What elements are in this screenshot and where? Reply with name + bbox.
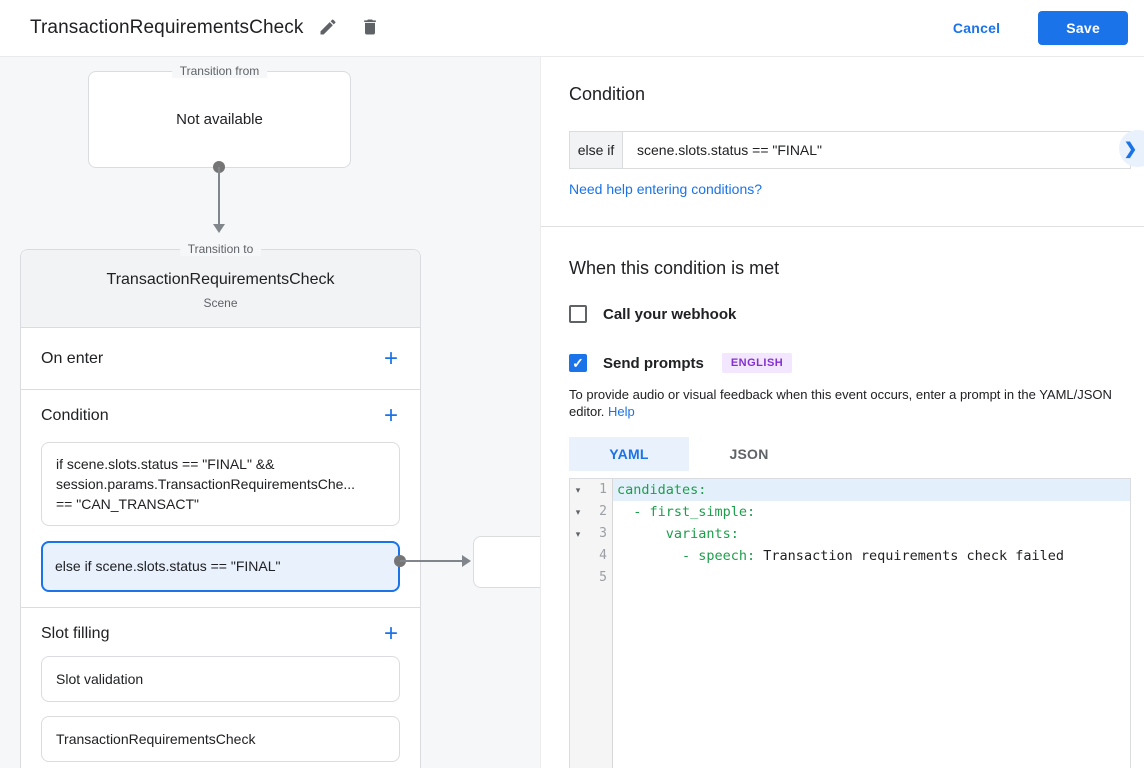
code-line[interactable]: ▾ 3 variants:: [570, 523, 1130, 545]
top-bar: TransactionRequirementsCheck Cancel Save: [0, 0, 1144, 57]
page-title: TransactionRequirementsCheck: [30, 17, 304, 38]
edit-button[interactable]: [310, 10, 346, 46]
slot-item-transaction-check[interactable]: TransactionRequirementsCheck: [41, 716, 400, 762]
scene-diagram-canvas: Transition from Not available Transition…: [0, 57, 540, 768]
language-badge: ENGLISH: [721, 353, 793, 373]
condition-detail-panel: ❯ Condition else if Need help entering c…: [540, 57, 1144, 768]
send-prompts-label: Send prompts: [603, 354, 704, 372]
transition-target-box[interactable]: [473, 536, 540, 588]
condition-1-line-3: == "CAN_TRANSACT": [56, 496, 199, 512]
cancel-button[interactable]: Cancel: [937, 12, 1016, 44]
condition-met-title: When this condition is met: [569, 258, 780, 278]
code-line[interactable]: ▾ 2 - first_simple:: [570, 501, 1130, 523]
code-line[interactable]: 4 - speech: Transaction requirements che…: [570, 545, 1130, 567]
save-button[interactable]: Save: [1038, 11, 1128, 45]
fold-arrow-icon[interactable]: ▾: [575, 485, 581, 495]
pencil-icon: [318, 17, 338, 40]
transition-from-box[interactable]: Transition from Not available: [88, 64, 351, 168]
condition-section-header: Condition +: [21, 390, 420, 442]
condition-label: Condition: [41, 407, 109, 424]
code-text: - speech: Transaction requirements check…: [617, 548, 1065, 564]
slot-filling-label: Slot filling: [41, 625, 110, 642]
checkmark-icon: ✓: [572, 354, 584, 371]
line-number: 1: [599, 482, 607, 497]
line-number: 5: [599, 570, 607, 585]
arrow-right-icon: [462, 555, 471, 567]
transition-from-content: Not available: [176, 111, 263, 128]
transition-from-label: Transition from: [171, 64, 268, 78]
send-prompts-checkbox[interactable]: ✓: [569, 354, 587, 372]
panel-title: Condition: [569, 84, 646, 104]
code-line[interactable]: 5: [570, 567, 1130, 589]
code-line[interactable]: ▾ 1 candidates:: [570, 479, 1130, 501]
on-enter-label: On enter: [41, 349, 104, 367]
condition-expression-group: else if: [569, 131, 1131, 169]
arrow-down-icon: [213, 224, 225, 233]
call-webhook-checkbox[interactable]: [569, 305, 587, 323]
scene-name: TransactionRequirementsCheck: [106, 271, 335, 288]
scene-card-header[interactable]: TransactionRequirementsCheck Scene: [21, 250, 420, 328]
code-text: candidates:: [613, 479, 1130, 501]
webhook-row: Call your webhook: [569, 305, 1130, 323]
condition-1-line-1: if scene.slots.status == "FINAL" &&: [56, 456, 275, 472]
editor-gutter: [570, 479, 613, 768]
tab-json[interactable]: JSON: [729, 446, 769, 462]
add-on-enter-button[interactable]: +: [383, 344, 398, 372]
slot-filling-section-header: Slot filling +: [21, 608, 420, 656]
panel-divider: [541, 226, 1144, 227]
slot-item-validation[interactable]: Slot validation: [41, 656, 400, 702]
condition-item-2-selected[interactable]: else if scene.slots.status == "FINAL": [41, 541, 400, 592]
conditions-help-link[interactable]: Need help entering conditions?: [569, 181, 763, 197]
code-text: - first_simple:: [617, 504, 756, 520]
on-enter-section[interactable]: On enter +: [21, 328, 420, 390]
condition-1-line-2: session.params.TransactionRequirementsCh…: [56, 476, 356, 492]
code-text: [613, 567, 1130, 589]
fold-spacer: [570, 567, 586, 589]
condition-item-1[interactable]: if scene.slots.status == "FINAL" && sess…: [41, 442, 400, 526]
call-webhook-label: Call your webhook: [603, 305, 737, 323]
section-divider: [21, 607, 420, 608]
condition-operator-label: else if: [570, 132, 623, 168]
connector-line-vertical: [218, 167, 220, 225]
connector-line-horizontal: [400, 560, 463, 562]
send-prompts-row: ✓ Send prompts ENGLISH: [569, 353, 1130, 373]
prompt-description: To provide audio or visual feedback when…: [569, 386, 1131, 420]
fold-arrow-icon[interactable]: ▾: [575, 507, 581, 517]
line-number: 3: [599, 526, 607, 541]
delete-button[interactable]: [352, 10, 388, 46]
fold-spacer: [570, 545, 586, 567]
code-text: variants:: [617, 526, 739, 542]
scene-type: Scene: [203, 296, 238, 310]
add-condition-button[interactable]: +: [383, 402, 398, 429]
tab-yaml[interactable]: YAML: [569, 437, 689, 471]
editor-tabs: YAML JSON: [569, 437, 1130, 471]
collapse-panel-button[interactable]: ❯: [1119, 130, 1144, 167]
trash-icon: [360, 17, 380, 40]
fold-arrow-icon[interactable]: ▾: [575, 529, 581, 539]
help-link[interactable]: Help: [608, 404, 635, 419]
chevron-right-icon: ❯: [1123, 140, 1138, 158]
yaml-code-editor[interactable]: ▾ 1 candidates: ▾ 2 - first_simple: ▾ 3 …: [569, 478, 1131, 768]
transition-to-label: Transition to: [179, 242, 262, 256]
line-number: 2: [599, 504, 607, 519]
prompt-description-text: To provide audio or visual feedback when…: [569, 387, 1112, 419]
add-slot-button[interactable]: +: [383, 620, 398, 647]
condition-expression-input[interactable]: [623, 132, 1130, 168]
transition-to-card: Transition to TransactionRequirementsChe…: [20, 242, 421, 768]
line-number: 4: [599, 548, 607, 563]
